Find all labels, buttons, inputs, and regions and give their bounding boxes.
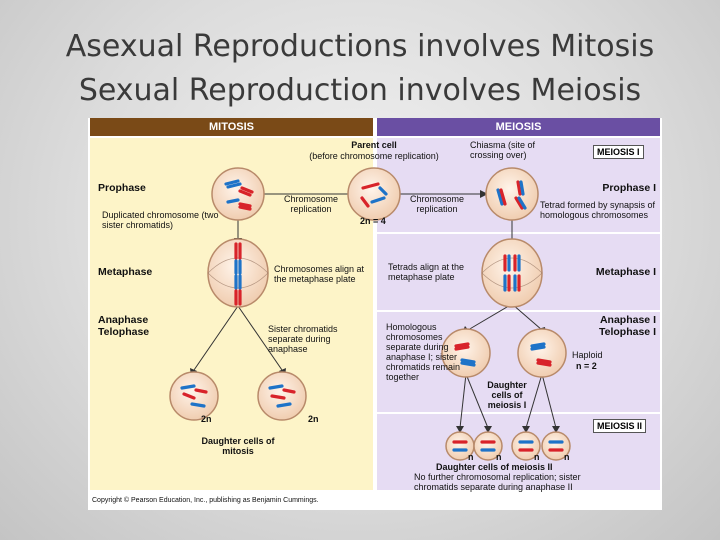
prophase-label: Prophase [98,182,146,194]
daughter-cells-mitosis-label: Daughter cells of mitosis [201,436,275,456]
haploid-label: Haploid [572,350,603,360]
meiosis-two-box: MEIOSIS II [593,419,647,433]
tetrads-align-label: Tetrads align at the metaphase plate [388,262,465,282]
diagram-drawing [169,167,571,461]
chromosomes-align-label: Chromosomes align at the metaphase plate [274,264,365,284]
two-n-four-label: 2n = 4 [360,216,386,226]
chromosome-replication-right: Chromosome replication [409,194,465,214]
meiosis-one-box: MEIOSIS I [593,145,644,159]
meiosis-header: MEIOSIS [377,118,660,136]
n-label-1: n [468,452,474,462]
telophase-label: Telophase [98,326,150,338]
chiasma-label: Chiasma (site of crossing over) [470,140,536,160]
telophase-one-label: Telophase I [599,326,656,338]
sister-chromatids-separate-label: Sister chromatids separate during anapha… [268,324,338,354]
mitosis-meiosis-figure: MITOSIS MEIOSIS [88,118,662,510]
copyright-notice: Copyright © Pearson Education, Inc., pub… [92,497,319,504]
n-equals-two-label: n = 2 [576,361,597,371]
tetrad-formed-label: Tetrad formed by synapsis of homologous … [540,200,656,220]
n-label-2: n [496,452,502,462]
anaphase-one-label: Anaphase I [599,314,656,326]
anaphase-label: Anaphase [98,314,149,326]
daughter-cells-meiosis-one-label: Daughter cells of meiosis I [487,380,527,410]
parent-cell-note: (before chromosome replication) [309,151,439,161]
slide-title-line-1: Asexual Reproductions involves Mitosis [65,29,655,64]
slide-title-line-2: Sexual Reproduction involves Meiosis [78,73,642,108]
metaphase-label: Metaphase [98,266,153,278]
chromosome-replication-left: Chromosome replication [283,194,339,214]
prophase-one-label: Prophase I [602,182,656,194]
two-n-right-label: 2n [308,414,319,424]
no-further-replication-label: No further chromosomal replication; sist… [414,472,581,492]
n-label-3: n [534,452,540,462]
mitosis-header: MITOSIS [90,118,373,136]
duplicated-chromosome-label: Duplicated chromosome (two sister chroma… [102,210,219,230]
parent-cell-label: Parent cell [351,140,397,150]
homologous-separate-label: Homologous chromosomes separate during a… [386,322,461,382]
n-label-4: n [564,452,570,462]
two-n-left-label: 2n [201,414,212,424]
metaphase-one-label: Metaphase I [595,266,656,278]
daughter-cells-meiosis-two-label: Daughter cells of meiosis II [436,462,553,472]
meiosis-panel-anaphase [377,312,660,412]
